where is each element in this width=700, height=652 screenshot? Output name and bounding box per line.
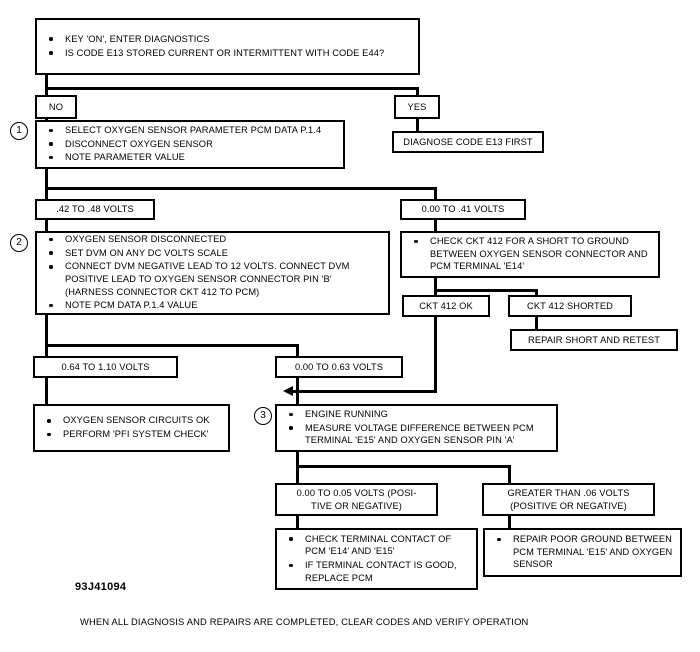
connector-split-to-ckt-shorted	[535, 289, 538, 297]
step2-bullet-1: SET DVM ON ANY DC VOLTS SCALE	[41, 247, 382, 260]
step2-bullet-2: CONNECT DVM NEGATIVE LEAD TO 12 VOLTS. C…	[41, 260, 382, 298]
connector-cktok-down	[434, 316, 437, 393]
connector-yes-to-diagnose	[416, 118, 419, 132]
connector-range06-to-repairground	[508, 515, 511, 529]
node-step2[interactable]: OXYGEN SENSOR DISCONNECTED SET DVM ON AN…	[35, 231, 390, 315]
range-000-005-line1: 0.00 TO 0.05 VOLTS (POSI-	[296, 487, 417, 498]
node-check-ckt412[interactable]: CHECK CKT 412 FOR A SHORT TO GROUND BETW…	[400, 231, 660, 278]
step1-bullet-list: SELECT OXYGEN SENSOR PARAMETER PCM DATA …	[41, 124, 337, 165]
node-range-000-41[interactable]: 0.00 TO .41 VOLTS	[400, 199, 526, 220]
connector-range005-to-checkterminal	[296, 515, 299, 529]
connector-split-to-range063	[296, 344, 299, 358]
step-marker-1-label: 1	[16, 125, 22, 136]
start-bullet-0: KEY 'ON', ENTER DIAGNOSTICS	[41, 33, 412, 46]
arrow-into-range063-branch	[283, 386, 293, 396]
connector-cktok-left	[292, 390, 437, 393]
figure-code: 93J41094	[75, 581, 127, 593]
node-ckt412-ok[interactable]: CKT 412 OK	[402, 295, 490, 317]
step1-bullet-1: DISCONNECT OXYGEN SENSOR	[41, 138, 337, 151]
start-bullet-list: KEY 'ON', ENTER DIAGNOSTICS IS CODE E13 …	[41, 33, 412, 60]
step-marker-1: 1	[10, 122, 28, 140]
connector-check-down	[434, 276, 437, 298]
check-terminal-bullet-0: CHECK TERMINAL CONTACT OF PCM 'E14' AND …	[281, 533, 470, 558]
connector-split-to-range-42	[45, 187, 48, 201]
node-ckt412-shorted[interactable]: CKT 412 SHORTED	[508, 295, 632, 317]
step2-bullet-list: OXYGEN SENSOR DISCONNECTED SET DVM ON AN…	[41, 233, 382, 313]
branch-no-label: NO	[48, 101, 64, 112]
connector-step3-split	[296, 465, 511, 468]
node-circuits-ok[interactable]: OXYGEN SENSOR CIRCUITS OK PERFORM 'PFI S…	[33, 404, 230, 452]
connector-split-to-range-041	[434, 187, 437, 201]
ckt412-ok-label: CKT 412 OK	[419, 300, 473, 311]
node-start[interactable]: KEY 'ON', ENTER DIAGNOSTICS IS CODE E13 …	[35, 18, 420, 75]
connector-range42-to-step2	[45, 219, 48, 233]
ckt412-shorted-label: CKT 412 SHORTED	[527, 300, 613, 311]
connector-split-to-yes	[416, 87, 419, 97]
connector-step2-split	[45, 344, 299, 347]
node-repair-ground[interactable]: REPAIR POOR GROUND BETWEEN PCM TERMINAL …	[483, 528, 682, 577]
connector-split-to-no	[45, 87, 48, 97]
range-064-110-label: 0.64 TO 1.10 VOLTS	[61, 361, 150, 372]
connector-range041-to-check	[434, 219, 437, 233]
step2-bullet-0: OXYGEN SENSOR DISCONNECTED	[41, 233, 382, 246]
node-branch-no[interactable]: NO	[35, 95, 77, 119]
connector-start-split	[45, 87, 419, 90]
check-terminal-bullet-1: IF TERMINAL CONTACT IS GOOD, REPLACE PCM	[281, 559, 470, 584]
step-marker-3: 3	[254, 407, 272, 425]
node-step1[interactable]: SELECT OXYGEN SENSOR PARAMETER PCM DATA …	[35, 120, 345, 169]
step3-bullet-list: ENGINE RUNNING MEASURE VOLTAGE DIFFERENC…	[281, 408, 550, 448]
circuits-ok-bullet-1: PERFORM 'PFI SYSTEM CHECK'	[39, 428, 222, 441]
node-range-000-005[interactable]: 0.00 TO 0.05 VOLTS (POSI- TIVE OR NEGATI…	[275, 483, 438, 516]
circuits-ok-bullet-list: OXYGEN SENSOR CIRCUITS OK PERFORM 'PFI S…	[39, 414, 222, 441]
step2-bullet-3: NOTE PCM DATA P.1.4 VALUE	[41, 299, 382, 312]
step3-bullet-1: MEASURE VOLTAGE DIFFERENCE BETWEEN PCM T…	[281, 422, 550, 447]
connector-step1-split	[45, 187, 437, 190]
step-marker-2: 2	[10, 234, 28, 252]
node-repair-short[interactable]: REPAIR SHORT AND RETEST	[510, 329, 678, 351]
connector-split-to-range064	[45, 344, 48, 358]
repair-ground-bullet-0: REPAIR POOR GROUND BETWEEN PCM TERMINAL …	[489, 533, 674, 571]
step1-bullet-0: SELECT OXYGEN SENSOR PARAMETER PCM DATA …	[41, 124, 337, 137]
step1-bullet-2: NOTE PARAMETER VALUE	[41, 151, 337, 164]
range-000-063-label: 0.00 TO 0.63 VOLTS	[294, 361, 384, 372]
repair-short-label: REPAIR SHORT AND RETEST	[528, 334, 660, 345]
node-step3[interactable]: ENGINE RUNNING MEASURE VOLTAGE DIFFERENC…	[275, 404, 558, 452]
range-greater-06-line1: GREATER THAN .06 VOLTS	[507, 487, 630, 498]
node-range-42-48[interactable]: .42 TO .48 VOLTS	[35, 199, 155, 220]
circuits-ok-bullet-0: OXYGEN SENSOR CIRCUITS OK	[39, 414, 222, 427]
connector-step1-down	[45, 168, 48, 190]
step-marker-2-label: 2	[16, 237, 22, 248]
repair-ground-bullet-list: REPAIR POOR GROUND BETWEEN PCM TERMINAL …	[489, 533, 674, 572]
branch-yes-label: YES	[407, 101, 427, 112]
connector-shorted-to-repair	[535, 316, 538, 330]
connector-range063-to-step3	[296, 377, 299, 405]
connector-split-to-range06	[508, 465, 511, 483]
step-marker-3-label: 3	[260, 410, 266, 421]
start-bullet-1: IS CODE E13 STORED CURRENT OR INTERMITTE…	[41, 47, 412, 60]
node-range-greater-06[interactable]: GREATER THAN .06 VOLTS (POSITIVE OR NEGA…	[482, 483, 655, 516]
check-ckt412-bullet-list: CHECK CKT 412 FOR A SHORT TO GROUND BETW…	[406, 235, 652, 274]
connector-check-split	[434, 289, 538, 292]
check-ckt412-bullet-0: CHECK CKT 412 FOR A SHORT TO GROUND BETW…	[406, 235, 652, 273]
node-range-064-110[interactable]: 0.64 TO 1.10 VOLTS	[33, 356, 178, 378]
range-000-41-label: 0.00 TO .41 VOLTS	[421, 204, 505, 215]
node-range-000-063[interactable]: 0.00 TO 0.63 VOLTS	[275, 356, 403, 378]
connector-range064-to-circuitsok	[45, 377, 48, 405]
connector-step2-down	[45, 313, 48, 347]
node-diagnose-e13[interactable]: DIAGNOSE CODE E13 FIRST	[392, 131, 544, 153]
diagram-caption: WHEN ALL DIAGNOSIS AND REPAIRS ARE COMPL…	[80, 616, 529, 627]
connector-split-to-ckt-ok	[434, 289, 437, 297]
connector-split-to-range005	[296, 465, 299, 483]
check-terminal-bullet-list: CHECK TERMINAL CONTACT OF PCM 'E14' AND …	[281, 533, 470, 585]
step3-bullet-0: ENGINE RUNNING	[281, 408, 550, 421]
connector-start-down	[45, 74, 48, 90]
node-check-terminal[interactable]: CHECK TERMINAL CONTACT OF PCM 'E14' AND …	[275, 528, 478, 590]
range-greater-06-line2: (POSITIVE OR NEGATIVE)	[510, 500, 627, 511]
range-000-005-line2: TIVE OR NEGATIVE)	[311, 500, 402, 511]
node-branch-yes[interactable]: YES	[394, 95, 440, 119]
range-42-48-label: .42 TO .48 VOLTS	[56, 204, 134, 215]
diagnose-e13-label: DIAGNOSE CODE E13 FIRST	[403, 136, 533, 147]
